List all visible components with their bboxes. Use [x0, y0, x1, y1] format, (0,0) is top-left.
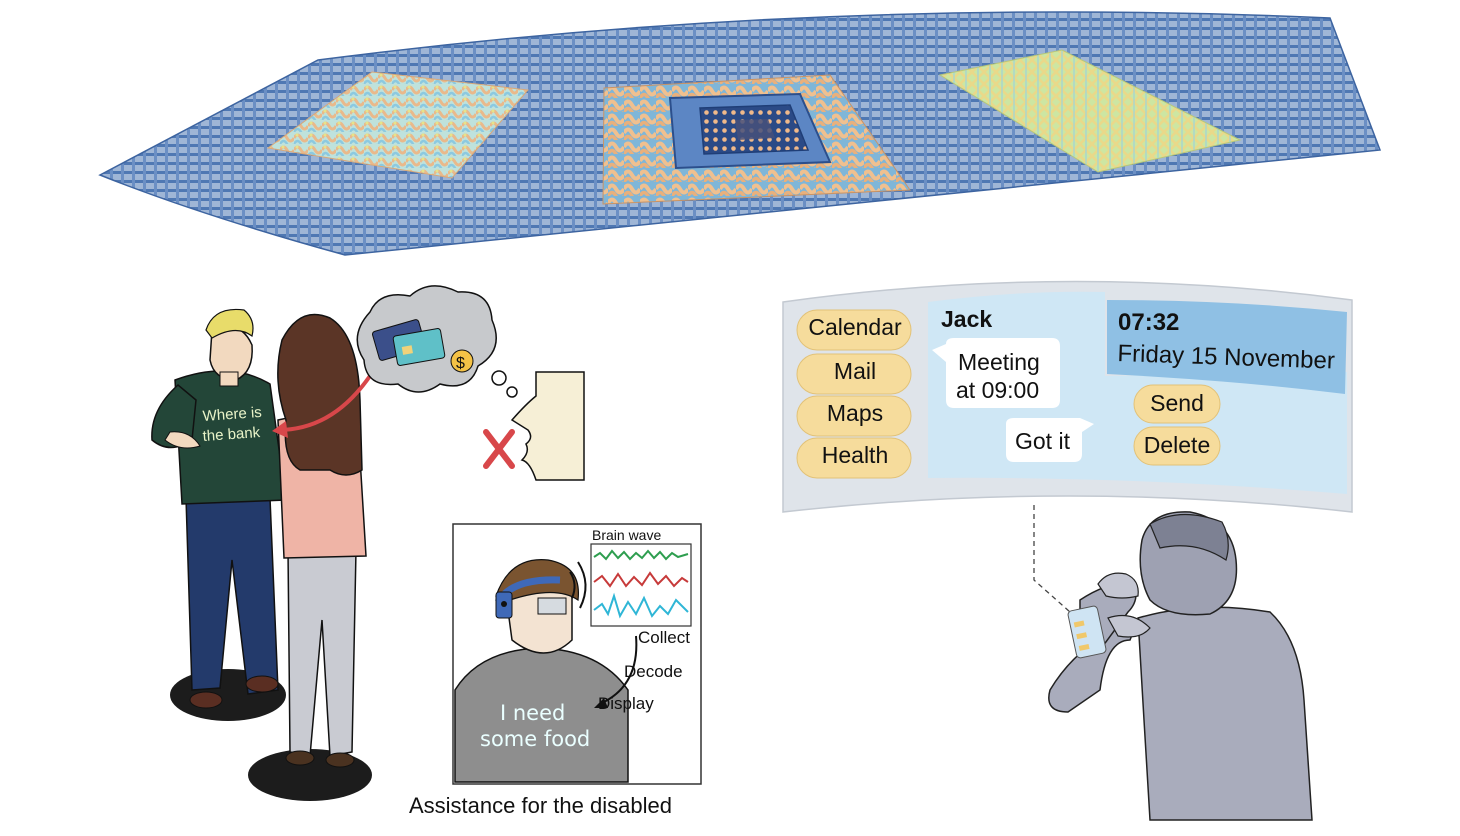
disabled-shirt-text-line1: I need [500, 701, 565, 725]
process-arrow [599, 635, 638, 705]
speaking-face-icon [510, 371, 585, 481]
step-decode-label: Decode [624, 662, 683, 681]
step-display-label: Display [598, 694, 654, 713]
man-shirt-text-line2: the bank [202, 424, 261, 445]
wave-red [593, 571, 689, 588]
wrist-display-icon [1067, 605, 1107, 659]
menu-pill-calendar[interactable] [796, 309, 912, 351]
wrist-user-figure [1048, 511, 1313, 821]
menu-label-health: Health [821, 442, 889, 468]
wave-green [593, 549, 689, 561]
menu-label-calendar: Calendar [808, 314, 902, 340]
outgoing-bubble [1006, 418, 1094, 462]
coin-icon: $ [450, 349, 474, 373]
outgoing-message: Got it [1015, 428, 1070, 454]
disabled-person-figure [454, 559, 629, 783]
brain-panel-caption: Assistance for the disabled [409, 793, 672, 818]
cross-icon [483, 429, 515, 469]
incoming-message-line1: Meeting [958, 349, 1040, 375]
step-collect-label: Collect [638, 628, 690, 647]
connector-line [1033, 505, 1089, 629]
clock-time: 07:32 [1118, 309, 1180, 336]
wave-blue [593, 592, 689, 619]
send-button[interactable] [1133, 384, 1221, 424]
delete-button-label: Delete [1143, 432, 1211, 458]
menu-label-maps: Maps [826, 400, 884, 426]
menu-pill-health[interactable] [796, 437, 912, 479]
incoming-message-line2: at 09:00 [956, 377, 1040, 403]
man-figure [151, 308, 287, 709]
delete-button[interactable] [1133, 426, 1221, 466]
knit-patch-right [938, 49, 1242, 173]
menu-label-mail: Mail [833, 358, 877, 384]
contact-name: Jack [941, 306, 993, 332]
disabled-shirt-text-line2: some food [480, 727, 590, 751]
man-shirt-text-line1: Where is [202, 404, 262, 425]
incoming-bubble [932, 338, 1060, 408]
chip-icon [668, 92, 832, 170]
credit-card-icon [372, 319, 446, 366]
menu-pill-mail[interactable] [796, 353, 912, 395]
menu-pill-maps[interactable] [796, 395, 912, 437]
headband-icon [494, 561, 587, 619]
brain-wave-title: Brain wave [592, 527, 662, 543]
svg-text:$: $ [456, 355, 465, 372]
clock-area [1107, 300, 1347, 394]
send-button-label: Send [1150, 390, 1204, 416]
woman-figure [277, 313, 367, 768]
knit-patch-left [266, 71, 529, 179]
